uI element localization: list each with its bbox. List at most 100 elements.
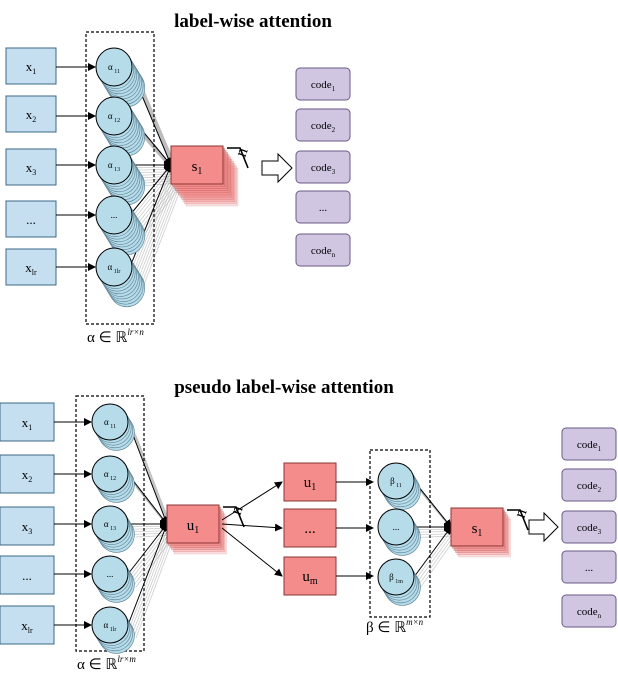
s1-node-bottom: s1: [450, 507, 504, 547]
input-token-2: x2: [0, 454, 55, 494]
code-box: [295, 190, 351, 224]
weight-circle: [95, 247, 133, 287]
n-brace: [507, 509, 529, 531]
connection-shadow: [130, 528, 171, 580]
connection-shadow: [416, 531, 455, 583]
alpha-circle-1: α 11: [95, 47, 146, 108]
alpha-circle-3: α 13: [91, 505, 135, 553]
code-box: [561, 468, 617, 502]
alpha-circle-1: α 11: [91, 403, 135, 451]
weight-circle: [95, 145, 133, 185]
input-token-1: x1: [0, 402, 55, 442]
u-label: u1: [304, 475, 317, 493]
panel-title: label-wise attention: [174, 11, 332, 32]
code-3: code3: [295, 150, 351, 184]
u1-node: u1: [166, 504, 220, 544]
arrow-u1: [221, 481, 283, 521]
input-token-3: x3: [5, 148, 57, 186]
connection-shadow: [140, 180, 182, 286]
alpha-weights: α 11α 12α 13...α 1lr: [95, 47, 146, 308]
code-box: [561, 594, 617, 628]
code-label: ...: [585, 562, 594, 574]
u1-box: [166, 504, 220, 544]
u-node-2: ...: [283, 508, 337, 548]
weight-label: ...: [111, 210, 118, 220]
s1-label: s1: [192, 159, 203, 177]
connection-shadow: [142, 182, 184, 288]
input-token-5: xlr: [5, 248, 57, 286]
code-5: coden: [561, 594, 617, 628]
input-label: ...: [26, 212, 36, 227]
input-box: [5, 47, 57, 85]
code-box: [295, 150, 351, 184]
alpha-circle-4: ...: [95, 195, 146, 256]
connection-shadow: [131, 167, 173, 270]
code-label: ...: [319, 202, 328, 214]
code-label: coden: [577, 606, 602, 620]
code-2: code2: [561, 468, 617, 502]
s1-box: [450, 507, 504, 547]
beta-circle-1: β 11: [377, 462, 421, 510]
connection-shadow: [137, 175, 179, 281]
weight-circle: [377, 462, 415, 500]
code-label: code2: [577, 480, 602, 494]
input-box: [5, 200, 57, 238]
icd-codes: code1 code2 code3... coden: [295, 67, 351, 267]
connection-shadow: [134, 532, 174, 636]
label-wise-attention-panel: label-wise attention x1 x2 x3... xlr α 11 α …: [5, 11, 351, 346]
connection-shadow: [130, 528, 171, 631]
connection-shadow: [130, 427, 171, 529]
weight-circle: [95, 195, 133, 235]
input-label: x1: [26, 59, 37, 76]
code-4: ...: [561, 550, 617, 584]
code-box: [295, 108, 351, 142]
code-label: code1: [577, 439, 602, 453]
icd-codes: code1 code2 code3... coden: [561, 427, 617, 628]
weight-label: β 1m: [389, 572, 403, 585]
alpha-matrix-label: α ∈ ℝlr×n: [87, 327, 144, 346]
connection-shadow: [129, 424, 169, 527]
input-box: [5, 95, 57, 133]
u-box: [283, 556, 337, 596]
connection-shadow: [139, 178, 181, 283]
code-box: [561, 550, 617, 584]
connection-shadow: [131, 166, 173, 218]
weight-label: α 12: [104, 469, 116, 482]
beta-arrow-3: [413, 526, 452, 578]
code-5: coden: [295, 233, 351, 267]
input-box: [0, 402, 55, 442]
connection-shadow: [134, 171, 176, 224]
u-node-3: um: [283, 556, 337, 596]
input-token-1: x1: [5, 47, 57, 85]
connection-shadow: [129, 525, 169, 577]
arrow-um: [221, 527, 283, 577]
output-arrow: [261, 152, 293, 184]
input-box: [0, 454, 55, 494]
alpha-circle-4: ...: [91, 555, 135, 603]
code-3: code3: [561, 510, 617, 544]
input-box: [5, 248, 57, 286]
input-token-2: x2: [5, 95, 57, 133]
u-label: ...: [304, 521, 315, 537]
output-arrow: [528, 511, 559, 543]
weight-label: α 1lr: [108, 262, 121, 275]
connection-shadow: [418, 533, 456, 536]
code-4: ...: [295, 190, 351, 224]
input-label: x1: [22, 415, 33, 432]
input-token-5: xlr: [0, 605, 55, 645]
weight-circle: [91, 606, 129, 644]
alpha-weights: α 11α 12α 13...α 1lr: [91, 403, 135, 654]
input-token-4: ...: [5, 200, 57, 238]
input-label: x2: [22, 467, 33, 484]
code-label: coden: [311, 245, 336, 259]
code-1: code1: [295, 67, 351, 101]
alpha-circle-3: α 13: [95, 145, 146, 206]
connection-shadow: [134, 171, 176, 174]
weight-label: α 11: [104, 417, 116, 430]
connection-shadow: [132, 429, 172, 531]
s1-node: s1: [170, 145, 224, 185]
alpha-arrow-5: [127, 523, 169, 626]
input-label: xlr: [21, 618, 33, 635]
beta-weights: β 11...β 1m: [377, 462, 421, 606]
code-2: code2: [295, 108, 351, 142]
